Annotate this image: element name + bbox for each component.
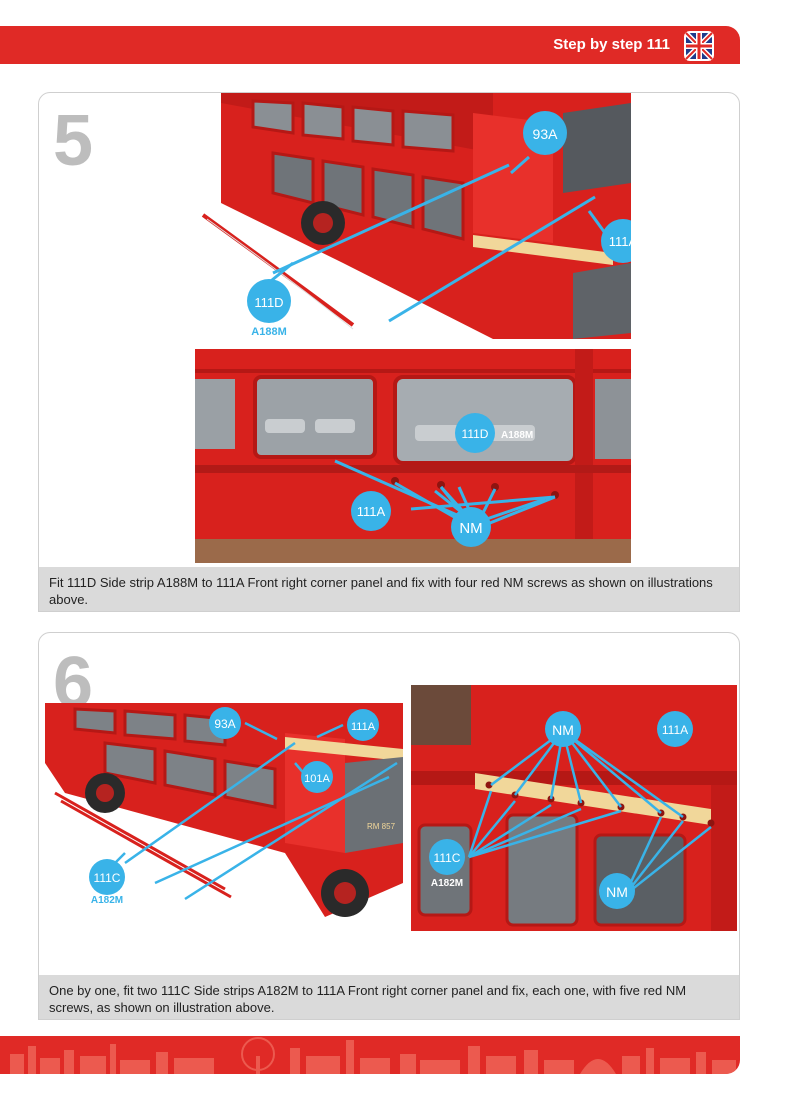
header-band: Step by step 111	[0, 26, 740, 64]
footer-skyline-band	[0, 1036, 740, 1074]
label-a182m-right: A182M	[431, 878, 463, 889]
label-93a: 93A	[533, 126, 559, 142]
label-111d-bottom: 111D	[462, 427, 489, 441]
step-6-caption: One by one, fit two 111C Side strips A18…	[39, 975, 739, 1019]
london-skyline-icon	[0, 1036, 740, 1074]
page-title: Step by step 111	[553, 36, 670, 53]
step-5-panel: 5	[38, 92, 740, 612]
label-plate: RM 857	[367, 822, 396, 831]
label-a188m-bottom: A188M	[501, 430, 533, 441]
label-nm-top: NM	[552, 722, 574, 738]
step-5-caption: Fit 111D Side strip A188M to 111A Front …	[39, 567, 739, 611]
step-6-left-illustration: RM 857 93A 111A 101A 111C A182M	[45, 703, 403, 917]
label-111d: 111D	[254, 295, 283, 310]
label-111c-right: 111C	[434, 851, 461, 865]
label-101a: 101A	[304, 773, 330, 785]
step-6-panel: 6 RM 857	[38, 632, 740, 1020]
step-5-top-illustration: 93A 111A 111D A188M	[193, 93, 631, 339]
step-6-right-illustration: NM 111A 111C A182M NM	[411, 685, 737, 931]
uk-flag-icon	[684, 31, 714, 61]
label-111c: 111C	[94, 871, 121, 885]
label-nm: NM	[459, 520, 482, 537]
step-number: 5	[53, 105, 93, 177]
label-111a-right: 111A	[662, 723, 688, 737]
label-111a-6: 111A	[351, 721, 376, 733]
label-111a-bottom: 111A	[357, 504, 386, 519]
label-nm-bottom: NM	[606, 884, 628, 900]
label-111a: 111A	[609, 234, 631, 249]
label-a182m: A182M	[91, 895, 123, 906]
label-93a-6: 93A	[214, 717, 235, 731]
label-a188m: A188M	[251, 326, 286, 338]
step-5-bottom-illustration: NM 111A 111D A188M	[195, 349, 631, 563]
